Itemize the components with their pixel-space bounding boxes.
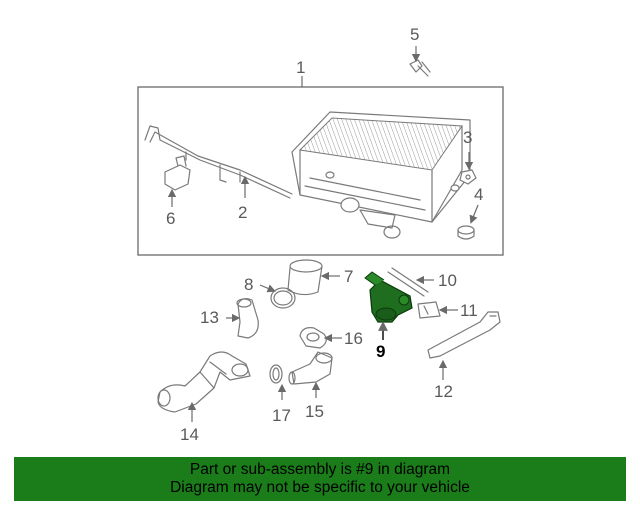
bolt-5: 5: [409, 25, 431, 77]
callout-5: 5: [410, 25, 419, 44]
elbow-15: 15: [288, 351, 333, 421]
info-banner: Part or sub-assembly is #9 in diagram Di…: [14, 457, 626, 501]
parts-diagram: 1 2 6 3 4: [137, 25, 504, 444]
intercooler-core: [291, 111, 471, 239]
clamp-8: 8: [244, 275, 296, 309]
duct-7: 7: [287, 259, 353, 296]
elbow-13: 13: [200, 298, 259, 339]
hose-14: 14: [157, 351, 251, 444]
callout-10: 10: [438, 271, 457, 290]
gasket-16: 16: [299, 327, 363, 349]
grommet-4: 4: [457, 185, 483, 240]
callout-9: 9: [376, 342, 385, 361]
banner-line-2: Diagram may not be specific to your vehi…: [170, 479, 470, 496]
callout-11: 11: [460, 301, 478, 320]
callout-8: 8: [244, 275, 253, 294]
callout-14: 14: [180, 425, 199, 444]
bracket-11: 11: [417, 301, 478, 320]
clamp-17: 17: [269, 364, 291, 425]
callout-16: 16: [344, 329, 363, 348]
bracket-pipe-2: 2: [144, 125, 293, 222]
callout-13: 13: [200, 308, 219, 327]
callout-12: 12: [434, 382, 453, 401]
callout-4: 4: [474, 185, 483, 204]
callout-1: 1: [296, 58, 305, 77]
callout-2: 2: [238, 203, 247, 222]
bracket-12: 12: [427, 311, 501, 401]
callout-17: 17: [272, 406, 291, 425]
callout-7: 7: [344, 267, 353, 286]
callout-15: 15: [305, 402, 324, 421]
callout-6: 6: [166, 209, 175, 228]
intercooler-assembly-box: 1: [137, 58, 504, 256]
highlighted-part-9: 9: [364, 271, 413, 361]
gasket-10: 10: [387, 267, 457, 297]
nut-3: 3: [459, 128, 477, 185]
valve-6: 6: [164, 155, 191, 228]
callout-3: 3: [463, 128, 472, 147]
banner-line-1: Part or sub-assembly is #9 in diagram: [189, 461, 451, 478]
